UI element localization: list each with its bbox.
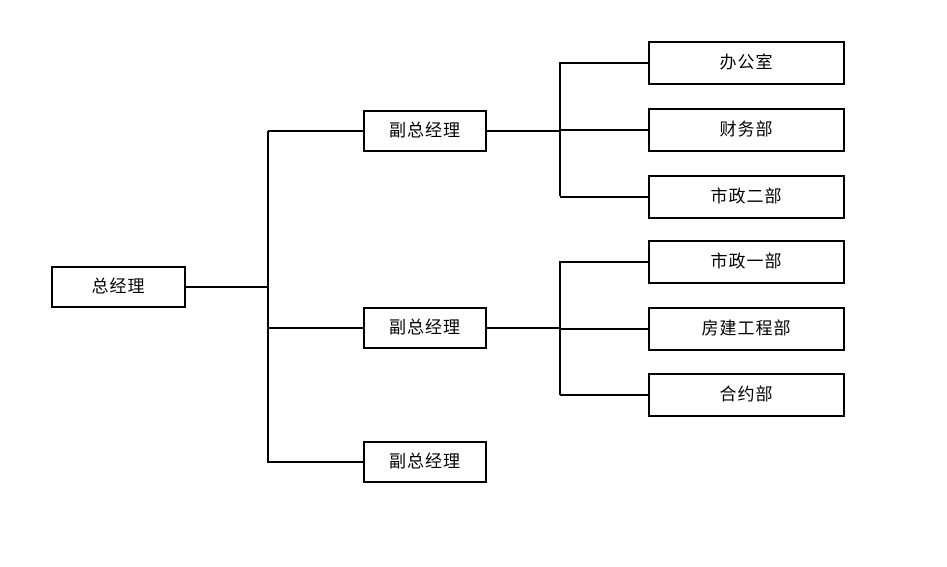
- node-deputy-manager-2-label: 副总经理: [389, 317, 461, 338]
- node-department-2-2-label: 房建工程部: [701, 318, 792, 339]
- node-department-2-3[interactable]: 合约部: [648, 373, 845, 417]
- connector-subtrunk-1-to-department-3: [560, 196, 648, 198]
- connector-subtrunk-2-to-department-1: [560, 261, 648, 263]
- node-department-2-1[interactable]: 市政一部: [648, 240, 845, 284]
- node-deputy-manager-3-label: 副总经理: [389, 451, 461, 472]
- connector-deputy-1-to-subtrunk: [487, 130, 560, 132]
- connector-trunk-to-deputy-2: [268, 327, 363, 329]
- node-deputy-manager-1-label: 副总经理: [389, 120, 461, 141]
- connector-deputy-2-to-subtrunk: [487, 327, 560, 329]
- node-deputy-manager-2[interactable]: 副总经理: [363, 307, 487, 349]
- node-general-manager-label: 总经理: [91, 276, 146, 297]
- connector-main-trunk: [267, 131, 269, 463]
- node-department-2-3-label: 合约部: [719, 384, 774, 405]
- connector-trunk-to-deputy-3: [268, 461, 363, 463]
- node-department-1-3-label: 市政二部: [710, 186, 783, 207]
- connector-subtrunk-2-to-department-2: [560, 328, 648, 330]
- connector-subtrunk-2-to-department-3: [560, 394, 648, 396]
- connector-trunk-to-deputy-1: [268, 130, 363, 132]
- node-department-2-1-label: 市政一部: [710, 251, 783, 272]
- node-department-1-2-label: 财务部: [719, 119, 774, 140]
- connector-root-to-trunk: [186, 286, 268, 288]
- node-department-1-3[interactable]: 市政二部: [648, 175, 845, 219]
- node-department-1-1[interactable]: 办公室: [648, 41, 845, 85]
- node-general-manager[interactable]: 总经理: [51, 266, 186, 308]
- node-department-1-2[interactable]: 财务部: [648, 108, 845, 152]
- connector-subtrunk-1-to-department-2: [560, 129, 648, 131]
- node-deputy-manager-3[interactable]: 副总经理: [363, 441, 487, 483]
- node-department-2-2[interactable]: 房建工程部: [648, 307, 845, 351]
- node-deputy-manager-1[interactable]: 副总经理: [363, 110, 487, 152]
- node-department-1-1-label: 办公室: [719, 52, 774, 73]
- connector-subtrunk-1-to-department-1: [560, 62, 648, 64]
